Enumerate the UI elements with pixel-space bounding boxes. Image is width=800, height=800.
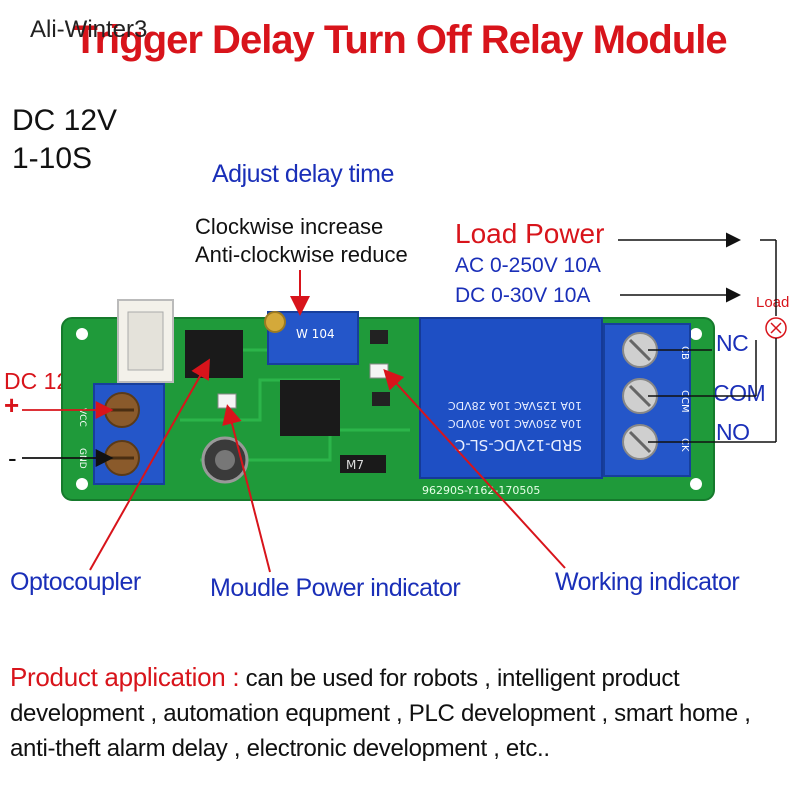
com-label: COM — [713, 380, 766, 406]
power-indicator-label: Moudle Power indicator — [210, 574, 461, 602]
optocoupler-arrow — [89, 358, 210, 571]
mount-hole — [690, 478, 702, 490]
power-led-arrow — [222, 404, 271, 573]
vcc-silk: VCC — [77, 408, 87, 427]
ccm-silk: CCM — [679, 390, 690, 413]
board-id: 96290S-Y162-170505 — [422, 484, 540, 497]
working-indicator-label: Working indicator — [555, 568, 740, 596]
relay — [419, 317, 603, 479]
spec-voltage: DC 12V — [12, 104, 118, 137]
load-power-label: Load Power — [455, 218, 605, 249]
ck-silk: CK — [679, 438, 690, 452]
relay-rating-2: 10A 125VAC 10A 28VDC — [448, 399, 582, 412]
clockwise-label: Clockwise increase — [195, 214, 384, 239]
pcb-trace — [200, 428, 410, 462]
nc-label: NC — [716, 330, 749, 356]
minus-label: - — [8, 443, 17, 473]
mount-hole — [76, 328, 88, 340]
spec-range: 1-10S — [12, 142, 93, 175]
relay-rating-1: 10A 250VAC 10A 30VDC — [448, 417, 582, 430]
mount-hole — [76, 478, 88, 490]
potentiometer — [267, 311, 359, 365]
diode — [340, 455, 386, 473]
pot-screw — [264, 311, 286, 333]
no-label: NO — [716, 419, 750, 445]
diode-label: M7 — [346, 458, 364, 472]
anticlockwise-label: Anti-clockwise reduce — [195, 242, 408, 267]
optocoupler-label: Optocoupler — [10, 568, 141, 596]
mount-hole — [690, 328, 702, 340]
watermark: Ali-Winter3 — [30, 16, 148, 43]
timer-ic — [280, 380, 340, 436]
application-text: can be used for robots , intelligent pro… — [10, 665, 751, 762]
ac-rating: AC 0-250V 10A — [455, 254, 601, 277]
working-led-arrow — [383, 369, 566, 569]
page-title: Trigger Delay Turn Off Relay Module — [73, 18, 727, 62]
dc-rating: DC 0-30V 10A — [455, 284, 591, 307]
plus-label: + — [4, 390, 20, 420]
working-led — [369, 363, 389, 379]
relay-model: SRD-12VDC-SL-C — [455, 436, 582, 454]
jst-connector-inner — [127, 311, 164, 371]
cb-silk: CB — [679, 346, 690, 360]
smd-resistor — [372, 392, 390, 406]
application-heading: Product application : — [10, 662, 240, 692]
power-led — [217, 393, 237, 409]
pot-label: W 104 — [296, 327, 335, 341]
optocoupler-chip — [185, 330, 243, 378]
capacitor-top — [215, 450, 235, 470]
product-application: Product application : can be used for ro… — [10, 660, 790, 766]
load-label: Load — [756, 294, 790, 311]
smd-resistor — [370, 330, 388, 344]
adjust-delay-label: Adjust delay time — [212, 160, 394, 188]
